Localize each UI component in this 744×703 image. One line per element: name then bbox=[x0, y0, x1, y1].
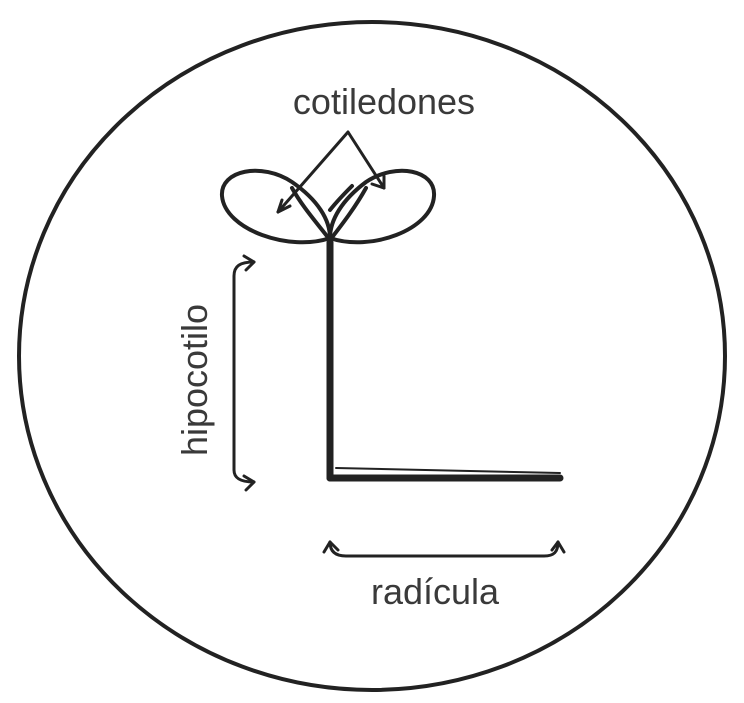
hypocotyl-bracket bbox=[234, 262, 254, 482]
cotyledon-pointer bbox=[278, 132, 384, 212]
radicle-bracket bbox=[330, 542, 558, 556]
left-cotyledon bbox=[222, 171, 330, 242]
radicle-label: radícula bbox=[371, 571, 500, 612]
hypocotyl-label: hipocotilo bbox=[174, 304, 215, 456]
cotyledons-label: cotiledones bbox=[293, 81, 475, 122]
right-cotyledon bbox=[330, 171, 434, 242]
radicle-root-edge bbox=[336, 468, 560, 473]
